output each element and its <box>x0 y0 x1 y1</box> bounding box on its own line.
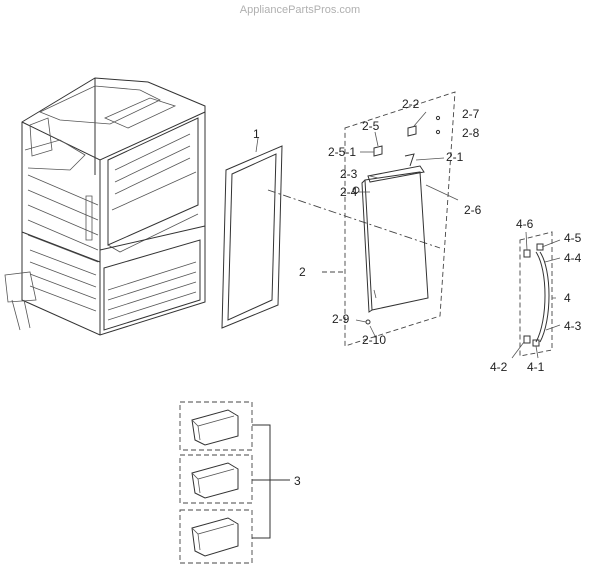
callout-2-6: 2-6 <box>464 203 482 217</box>
callout-4-4: 4-4 <box>564 251 582 265</box>
callout-4-2: 4-2 <box>490 360 508 374</box>
callout-2-7: 2-7 <box>462 107 480 121</box>
callout-2: 2 <box>299 265 306 279</box>
callout-4-3: 4-3 <box>564 319 582 333</box>
callout-2-5-1: 2-5-1 <box>328 145 356 159</box>
handle-assembly <box>511 231 561 359</box>
gasket-leader <box>267 189 441 249</box>
callout-2-5: 2-5 <box>362 119 380 133</box>
door-assembly <box>322 91 459 347</box>
callout-2-10: 2-10 <box>362 333 386 347</box>
callout-leader-1 <box>255 137 259 153</box>
callout-4-5: 4-5 <box>564 231 582 245</box>
door-bins <box>179 401 290 564</box>
callout-2-9: 2-9 <box>332 312 350 326</box>
callout-3: 3 <box>294 474 301 488</box>
callout-4-6: 4-6 <box>516 217 534 231</box>
door-gasket <box>221 145 283 329</box>
callout-2-4: 2-4 <box>340 185 358 199</box>
callout-2-8: 2-8 <box>462 126 480 140</box>
callout-2-1: 2-1 <box>446 150 464 164</box>
callout-4-1: 4-1 <box>527 360 545 374</box>
refrigerator-cabinet <box>4 77 206 336</box>
callout-4: 4 <box>564 291 571 305</box>
callout-1: 1 <box>253 127 260 141</box>
watermark: AppliancePartsPros.com <box>239 4 361 16</box>
callout-2-3: 2-3 <box>340 167 358 181</box>
callout-2-2: 2-2 <box>402 97 420 111</box>
